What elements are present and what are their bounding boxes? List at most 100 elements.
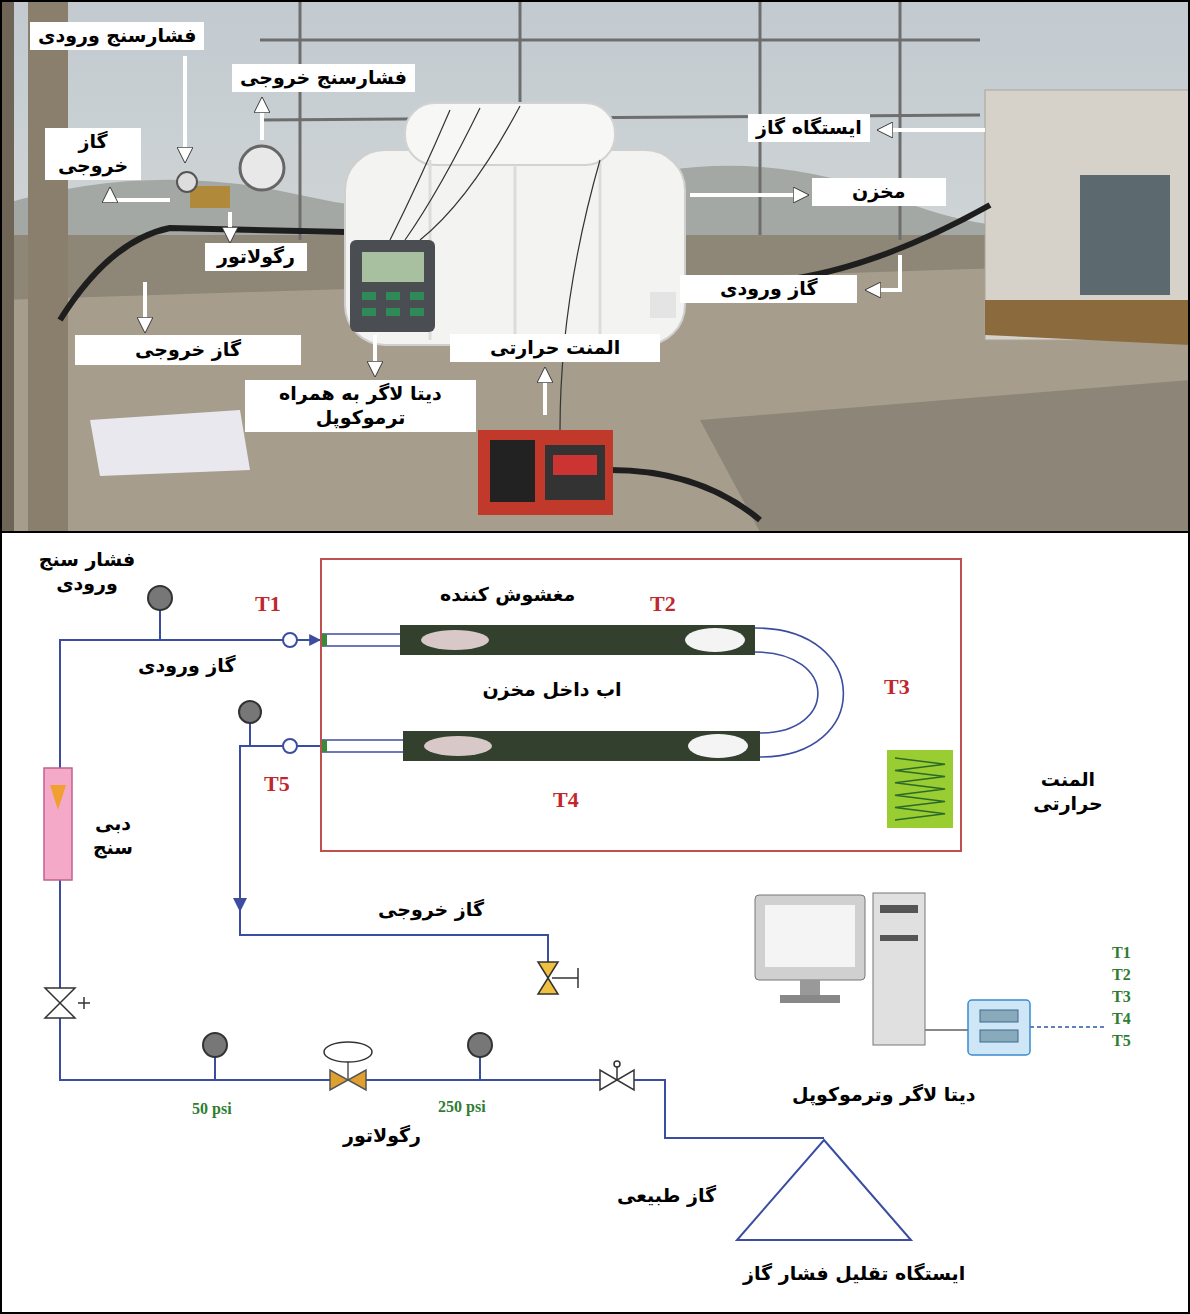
controller-board — [553, 455, 597, 475]
supply-valve — [600, 1070, 617, 1090]
data-logger-device — [386, 308, 400, 316]
controller-board — [478, 430, 613, 515]
pole — [28, 0, 68, 532]
photo-arrows — [373, 335, 377, 374]
triangle-outline — [737, 1140, 911, 1240]
sensor-tag: T3 — [884, 675, 910, 699]
steel-frame — [260, 39, 980, 42]
tube-pipes — [755, 652, 818, 733]
sensor-tag: T4 — [553, 788, 579, 812]
pressure-value: 50 psi — [192, 1100, 232, 1118]
supply-valve — [616, 1066, 618, 1080]
turbulator-tubes — [322, 625, 760, 761]
channel-tag: T1 — [1112, 944, 1131, 962]
heater-coil — [895, 758, 945, 820]
outlet-valve — [577, 968, 579, 988]
photo-callout: گاز ورودی — [680, 275, 857, 303]
flow-arrow — [233, 898, 247, 912]
regulator-symbol — [348, 1070, 366, 1090]
photo-callout: فشارسنج ورودی — [30, 22, 204, 50]
photo-arrows — [868, 255, 900, 290]
pressure-gauges — [177, 146, 284, 208]
sensor-tag: T2 — [650, 592, 676, 616]
inlet-valve — [45, 1003, 75, 1018]
steel-frame — [260, 115, 980, 120]
computer — [780, 995, 840, 1003]
gas-station-cabinet — [985, 90, 1190, 345]
data-logger-symbol — [1030, 1026, 1106, 1028]
paper-sheet — [90, 410, 250, 476]
data-logger-symbol — [980, 1010, 1018, 1022]
data-logger-device — [410, 308, 424, 316]
turbulator-tubes — [322, 740, 327, 752]
data-logger-device — [362, 252, 424, 282]
pipe-joints — [283, 739, 297, 753]
photo-background — [0, 0, 1190, 532]
sensor-tag: T5 — [264, 772, 290, 796]
data-logger-symbol — [980, 1030, 1018, 1042]
supply-valve — [614, 1061, 620, 1067]
photo-callout: فشارسنج خروجی — [232, 64, 415, 92]
tank-region: اب داخل مخزنالمنت حرارتی — [320, 558, 962, 852]
gauge-label: فشار سنج ورودی — [22, 548, 152, 596]
pressure-gauges — [190, 186, 230, 208]
pressure-gauge-symbols — [249, 722, 251, 746]
flow-arrow — [233, 898, 247, 912]
pressure-gauge-symbols — [468, 1033, 492, 1057]
data-logger-symbol — [968, 1000, 1106, 1055]
photo-arrows — [183, 56, 187, 160]
tube-pipes — [320, 739, 403, 741]
tube-pipes — [320, 751, 403, 753]
pressure-gauge-symbols — [479, 1057, 481, 1080]
sensor-tag: T1 — [255, 592, 281, 616]
station-label: ایستگاه تقلیل فشار گاز — [743, 1262, 965, 1286]
photo-callout: ایستگاه گاز — [748, 114, 870, 142]
data-logger-device — [362, 292, 376, 300]
channel-tag: T3 — [1112, 988, 1131, 1006]
supply-valve — [617, 1070, 634, 1090]
pressure-value: 250 psi — [438, 1098, 486, 1116]
turbulator-tubes — [688, 734, 748, 758]
pressure-gauge-symbols — [239, 701, 261, 723]
tube-pipes — [320, 633, 400, 635]
turbulator-tubes — [421, 630, 489, 650]
regulator-symbol — [324, 1042, 372, 1090]
tube-pipes — [320, 645, 400, 647]
channel-tag: T5 — [1112, 1032, 1131, 1050]
thermocouple-wires — [420, 106, 520, 240]
outlet-pipe — [240, 746, 548, 962]
hoses — [60, 228, 345, 320]
turbulator-tubes — [424, 736, 492, 756]
water-tank — [650, 292, 676, 318]
paper-sheet — [90, 410, 250, 476]
data-logger-device — [350, 240, 435, 332]
water-tank — [514, 165, 517, 342]
data-logger-device — [410, 292, 424, 300]
flowmeter-label: دبی سنج — [88, 812, 138, 860]
outlet-valve — [538, 962, 558, 978]
pipe-joints — [283, 633, 297, 647]
controller-board — [478, 430, 613, 515]
thermocouple-wires — [405, 108, 480, 240]
channel-tag: T4 — [1112, 1010, 1131, 1028]
computer — [925, 1029, 968, 1031]
part-label: مغشوش کننده — [440, 583, 575, 607]
computer — [880, 935, 918, 941]
photo-arrows — [260, 100, 264, 140]
pipe-label: گاز ورودی — [138, 654, 235, 678]
photo-callout: دیتا لاگر به همراه ترموکوپل — [245, 380, 476, 432]
pressure-gauge-symbols — [159, 610, 161, 640]
photo-arrows — [228, 212, 232, 240]
turbulator-tubes — [685, 628, 745, 652]
channel-tag: T2 — [1112, 966, 1131, 984]
gas-station-cabinet — [985, 300, 1190, 345]
inlet-valve — [83, 997, 85, 1009]
supply-valve — [600, 1061, 634, 1090]
computer — [755, 893, 968, 1045]
regulator-symbol — [347, 1062, 349, 1080]
regulator-symbol — [330, 1070, 348, 1090]
turbulator-tubes — [400, 625, 755, 655]
heater-label: المنت حرارتی — [1032, 768, 1104, 816]
